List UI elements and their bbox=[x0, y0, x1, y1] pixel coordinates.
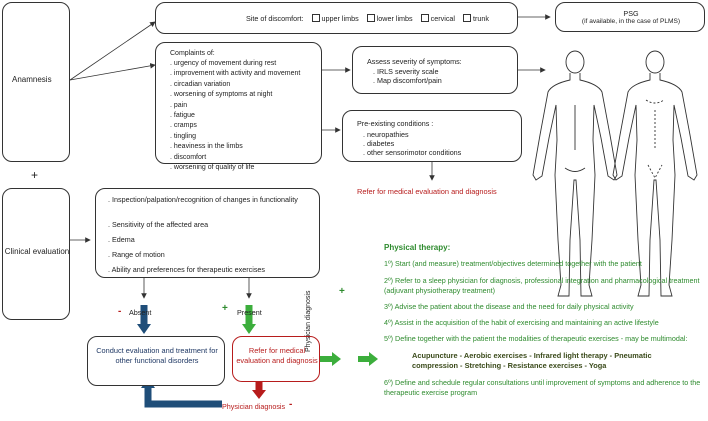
psg-box: PSG (if available, in the case of PLMS) bbox=[555, 2, 705, 32]
therapy-step: 1º) Start (and measure) treatment/object… bbox=[384, 259, 642, 269]
complaint-item: . worsening of symptoms at night bbox=[170, 91, 273, 99]
therapy-step: 6º) Define and schedule regular consulta… bbox=[384, 377, 701, 397]
complaints-title: Complaints of: bbox=[170, 50, 215, 57]
psg-title: PSG bbox=[623, 9, 639, 18]
minus-sign: - bbox=[289, 399, 293, 410]
body-front-figure bbox=[612, 50, 698, 297]
therapy-step: 4º) Assist in the acquisition of the hab… bbox=[384, 318, 659, 328]
preexisting-item: . diabetes bbox=[363, 139, 395, 148]
checkbox-lower-limbs[interactable] bbox=[366, 14, 375, 22]
present-sign: + bbox=[222, 303, 228, 314]
inspection-item: . Edema bbox=[108, 235, 135, 244]
complaint-item: . improvement with activity and movement bbox=[170, 70, 301, 78]
inspection-item: . Sensitivity of the affected area bbox=[108, 220, 209, 229]
complaints-list: . urgency of movement during rest . impr… bbox=[170, 59, 300, 173]
conduct-evaluation-text: Conduct evaluation and treatment for oth… bbox=[96, 346, 218, 366]
therapy-step: 5º) Define together with the patient the… bbox=[384, 334, 688, 344]
physician-diagnosis-vertical-text: Physician diagnosis bbox=[305, 290, 312, 352]
conduct-evaluation-box: Conduct evaluation and treatment for oth… bbox=[87, 336, 225, 386]
inspection-item: . Ability and preferences for therapeuti… bbox=[108, 265, 266, 274]
severity-title: Assess severity of symptoms: bbox=[367, 57, 462, 66]
refer-box-text: Refer for medical evaluation and diagnos… bbox=[236, 346, 318, 366]
plus-vertical: + bbox=[339, 286, 345, 297]
checkbox-upper-limbs[interactable] bbox=[311, 14, 320, 22]
option-lower-limbs: lower limbs bbox=[376, 14, 413, 23]
therapy-step: 2º) Refer to a sleep physician for diagn… bbox=[384, 275, 700, 295]
complaint-item: . tingling bbox=[170, 132, 197, 140]
site-label: Site of discomfort: bbox=[246, 14, 304, 23]
body-back-figure bbox=[532, 50, 618, 297]
refer-medical-text: Refer for medical evaluation and diagnos… bbox=[357, 187, 497, 196]
complaint-item: . heaviness in the limbs bbox=[170, 143, 243, 151]
inspection-box: . Inspection/palpation/recognition of ch… bbox=[95, 188, 320, 278]
site-of-discomfort-box: Site of discomfort: upper limbs lower li… bbox=[155, 2, 518, 34]
complaint-item: . urgency of movement during rest bbox=[170, 60, 277, 67]
checkbox-cervical[interactable] bbox=[420, 14, 429, 22]
preexisting-item: . neuropathies bbox=[363, 130, 409, 139]
option-upper-limbs: upper limbs bbox=[321, 14, 359, 23]
therapy-modalities: Acupuncture - Aerobic exercises - Infrar… bbox=[412, 350, 652, 371]
complaint-item: . fatigue bbox=[170, 112, 195, 120]
severity-item: . Map discomfort/pain bbox=[373, 76, 442, 85]
plus-sign: + bbox=[31, 168, 39, 182]
physician-diagnosis-vertical: Physician diagnosis bbox=[305, 291, 314, 352]
preexisting-box: Pre-existing conditions : . neuropathies… bbox=[342, 110, 522, 162]
anamnesis-box: Anamnesis bbox=[2, 2, 70, 162]
psg-note: (if available, in the case of PLMS) bbox=[581, 18, 681, 25]
absent-label: Absent bbox=[129, 308, 152, 317]
inspection-item: . Range of motion bbox=[108, 250, 165, 259]
option-cervical: cervical bbox=[430, 14, 456, 23]
severity-item: . IRLS severity scale bbox=[373, 67, 439, 76]
inspection-item: . Inspection/palpation/recognition of ch… bbox=[108, 195, 298, 204]
refer-box: Refer for medical evaluation and diagnos… bbox=[232, 336, 320, 382]
physical-therapy-panel: Physical therapy: 1º) Start (and measure… bbox=[384, 242, 704, 398]
severity-box: Assess severity of symptoms: . IRLS seve… bbox=[352, 46, 518, 94]
absent-sign: - bbox=[118, 306, 122, 317]
present-label: Present bbox=[237, 308, 262, 317]
physician-diagnosis-label: Physician diagnosis bbox=[222, 402, 286, 411]
checkbox-trunk[interactable] bbox=[463, 14, 472, 22]
preexisting-item: . other sensorimotor conditions bbox=[363, 148, 462, 157]
option-trunk: trunk bbox=[473, 14, 489, 23]
clinical-evaluation-box: Clinical evaluation bbox=[2, 188, 70, 320]
therapy-step: 3º) Advise the patient about the disease… bbox=[384, 302, 634, 312]
complaint-item: . worsening of quality of life bbox=[170, 164, 255, 172]
site-of-discomfort-row: Site of discomfort: upper limbs lower li… bbox=[246, 14, 489, 23]
anamnesis-label: Anamnesis bbox=[12, 75, 52, 84]
complaint-item: . pain bbox=[170, 101, 188, 109]
complaints-box: Complaints of: . urgency of movement dur… bbox=[155, 42, 322, 171]
complaint-item: . circadian variation bbox=[170, 80, 231, 88]
physical-therapy-title: Physical therapy: bbox=[384, 243, 451, 252]
clinical-evaluation-label: Clinical evaluation bbox=[4, 247, 70, 256]
complaint-item: . cramps bbox=[170, 122, 197, 130]
complaint-item: . discomfort bbox=[170, 153, 207, 161]
preexisting-title: Pre-existing conditions : bbox=[357, 119, 434, 128]
